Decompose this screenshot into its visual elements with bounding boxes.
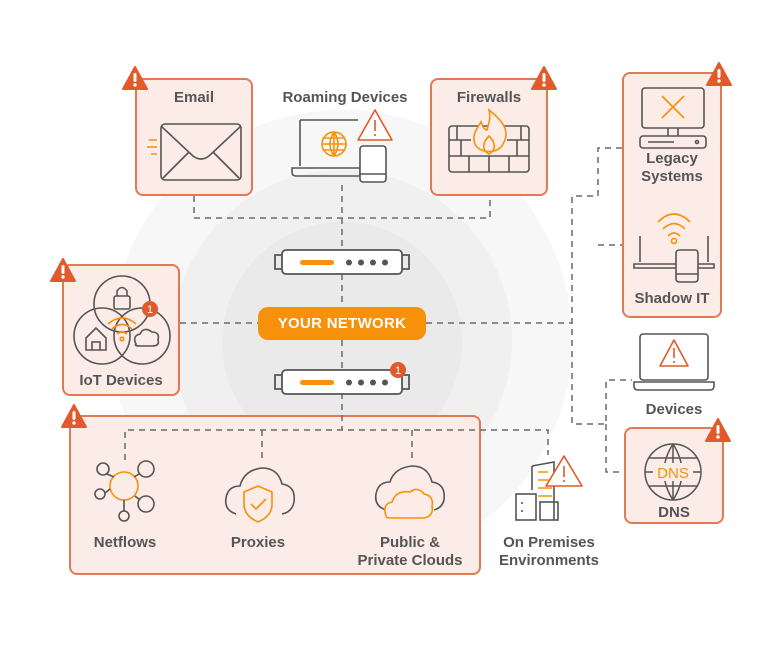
netflows-network-icon [94, 460, 155, 522]
dns-alert-icon [705, 418, 731, 442]
on-premises-label: On Premises Environments [498, 534, 600, 569]
firewalls-label: Firewalls [456, 89, 522, 106]
svg-text:1: 1 [147, 304, 153, 316]
your-network-node[interactable]: YOUR NETWORK [258, 307, 426, 340]
firewalls-alert-icon [531, 66, 557, 90]
legacy-computer-icon [639, 87, 707, 149]
legacy-systems-label: Legacy Systems [641, 150, 703, 185]
legacy-alert-icon [706, 62, 732, 86]
svg-text:1: 1 [395, 365, 401, 377]
iot-alert-icon [50, 258, 76, 282]
firewall-flame-icon [448, 107, 530, 173]
iot-venn-icon: 1 [73, 275, 171, 365]
router-bottom-badge-icon: 1 [390, 362, 406, 378]
clouds-icon [374, 465, 446, 519]
proxies-label: Proxies [230, 534, 286, 551]
proxies-cloud-shield-icon [224, 467, 296, 523]
envelope-icon [147, 123, 242, 181]
laptop-phone-globe-icon [291, 109, 393, 183]
dns-label: DNS [658, 504, 690, 521]
svg-text:DNS: DNS [657, 465, 689, 482]
iot-devices-label: IoT Devices [79, 372, 163, 389]
email-label: Email [173, 89, 215, 106]
roaming-devices-label: Roaming Devices [282, 89, 408, 106]
email-alert-icon [122, 66, 148, 90]
netflows-label: Netflows [93, 534, 157, 551]
router-top-icon [274, 249, 410, 275]
shadow-it-device-icon [633, 213, 715, 283]
router-bottom-icon [274, 369, 410, 395]
devices-laptop-icon [633, 333, 715, 391]
shadow-it-label: Shadow IT [634, 290, 710, 307]
cloud-services-alert-icon [61, 404, 87, 428]
devices-label: Devices [645, 401, 703, 418]
on-premises-building-icon [515, 455, 583, 521]
clouds-label: Public & Private Clouds [357, 534, 463, 569]
legacy-shadow-card[interactable] [622, 72, 722, 318]
dns-globe-icon: DNS [644, 443, 702, 501]
iot-card[interactable] [62, 264, 180, 396]
